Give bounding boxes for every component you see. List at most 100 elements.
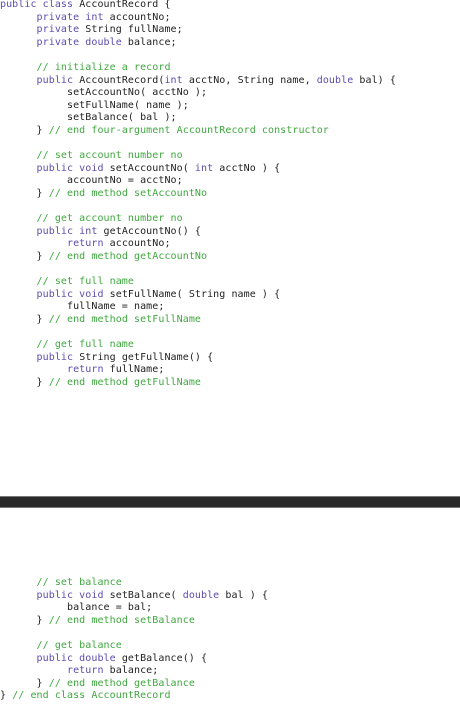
- code-comment: // end method setAccountNo: [48, 187, 208, 199]
- code-keyword: public void: [0, 162, 110, 174]
- code-line: setAccountNo( acctNo );: [0, 87, 460, 100]
- code-line: return balance;: [0, 665, 460, 678]
- code-line: } // end class AccountRecord: [0, 690, 460, 703]
- code-line: [0, 138, 460, 151]
- code-text: setBalance( bal );: [0, 112, 177, 124]
- code-page-top: public class AccountRecord { private int…: [0, 0, 460, 390]
- code-line: public void setBalance( double bal ) {: [0, 590, 460, 603]
- code-line: // initialize a record: [0, 62, 460, 75]
- code-line: } // end method getAccountNo: [0, 251, 460, 264]
- code-line: public void setFullName( String name ) {: [0, 289, 460, 302]
- code-text: }: [0, 124, 49, 136]
- code-text: getAccountNo() {: [103, 225, 201, 237]
- code-text: }: [0, 677, 49, 689]
- code-line: public double getBalance() {: [0, 653, 460, 666]
- code-text: }: [0, 250, 49, 262]
- code-comment: // get balance: [0, 639, 122, 651]
- code-text: AccountRecord {: [79, 0, 171, 10]
- code-text: accountNo;: [109, 11, 171, 23]
- code-line: } // end method setAccountNo: [0, 188, 460, 201]
- code-keyword: int: [194, 162, 220, 174]
- code-line: return accountNo;: [0, 238, 460, 251]
- code-keyword: public int: [0, 225, 104, 237]
- code-text: getBalance() {: [121, 652, 208, 664]
- code-keyword: return: [0, 364, 110, 376]
- code-line: private double balance;: [0, 37, 460, 50]
- code-comment: // set full name: [0, 276, 134, 288]
- code-line: // set balance: [0, 577, 460, 590]
- code-line: [0, 263, 460, 276]
- code-keyword: public: [0, 74, 80, 86]
- code-line: [0, 627, 460, 640]
- code-comment: // set balance: [0, 577, 122, 588]
- code-text: }: [0, 690, 13, 702]
- code-line: [0, 326, 460, 339]
- code-line: } // end method setBalance: [0, 615, 460, 628]
- code-line: } // end method getFullName: [0, 377, 460, 390]
- code-line: public class AccountRecord {: [0, 0, 460, 12]
- code-comment: // end four-argument AccountRecord const…: [48, 124, 329, 136]
- code-keyword: public: [0, 351, 80, 363]
- code-line: fullName = name;: [0, 301, 460, 314]
- code-line: [0, 49, 460, 62]
- code-comment: // get full name: [0, 339, 134, 351]
- code-keyword: double: [182, 589, 226, 601]
- code-text: AccountRecord(: [79, 74, 165, 86]
- code-text: setAccountNo(: [109, 162, 195, 174]
- code-comment: // set account number no: [0, 150, 183, 162]
- code-line: // get account number no: [0, 213, 460, 226]
- code-keyword: public void: [0, 288, 110, 300]
- code-comment: // end method getAccountNo: [48, 250, 208, 262]
- code-line: // set account number no: [0, 150, 460, 163]
- code-comment: // get account number no: [0, 213, 183, 225]
- code-keyword: private: [0, 24, 86, 36]
- page-divider: [0, 496, 460, 508]
- code-text: fullName;: [109, 364, 165, 376]
- code-text: balance;: [127, 36, 177, 48]
- code-line: } // end method getBalance: [0, 678, 460, 691]
- code-comment: // end method getBalance: [48, 677, 195, 689]
- code-text: }: [0, 376, 49, 388]
- code-text: accountNo = acctNo;: [0, 175, 183, 187]
- code-line: // get balance: [0, 640, 460, 653]
- code-text: }: [0, 187, 49, 199]
- code-comment: // end method getFullName: [48, 376, 201, 388]
- code-text: balance = bal;: [0, 602, 153, 614]
- code-line: setFullName( name );: [0, 100, 460, 113]
- code-page-bottom: // set balance public void setBalance( d…: [0, 577, 460, 703]
- code-text: balance;: [109, 665, 159, 677]
- code-line: public String getFullName() {: [0, 352, 460, 365]
- code-text: }: [0, 313, 49, 325]
- code-keyword: return: [0, 238, 110, 250]
- code-text: fullName = name;: [0, 301, 165, 313]
- code-line: public int getAccountNo() {: [0, 226, 460, 239]
- code-comment: // initialize a record: [0, 61, 171, 73]
- code-text: }: [0, 614, 49, 626]
- code-keyword: private double: [0, 36, 128, 48]
- code-line: public AccountRecord(int acctNo, String …: [0, 75, 460, 88]
- code-line: public void setAccountNo( int acctNo ) {: [0, 163, 460, 176]
- code-text: setFullName( String name ) {: [109, 288, 281, 300]
- code-line: } // end method setFullName: [0, 314, 460, 327]
- code-line: accountNo = acctNo;: [0, 175, 460, 188]
- code-text: accountNo;: [109, 238, 171, 250]
- code-line: [0, 201, 460, 214]
- code-keyword: double: [316, 74, 360, 86]
- code-text: acctNo ) {: [219, 162, 281, 174]
- code-line: balance = bal;: [0, 602, 460, 615]
- code-line: return fullName;: [0, 364, 460, 377]
- code-text: setFullName( name );: [0, 99, 189, 111]
- code-keyword: private int: [0, 11, 110, 23]
- code-keyword: public double: [0, 652, 122, 664]
- code-keyword: public void: [0, 589, 110, 601]
- code-keyword: return: [0, 665, 110, 677]
- code-line: private int accountNo;: [0, 12, 460, 25]
- code-text: setBalance(: [109, 589, 183, 601]
- code-line: } // end four-argument AccountRecord con…: [0, 125, 460, 138]
- code-line: // set full name: [0, 276, 460, 289]
- code-text: bal) {: [359, 74, 396, 86]
- code-line: private String fullName;: [0, 24, 460, 37]
- code-keyword: int: [164, 74, 189, 86]
- code-line: setBalance( bal );: [0, 112, 460, 125]
- code-text: String getFullName() {: [79, 351, 214, 363]
